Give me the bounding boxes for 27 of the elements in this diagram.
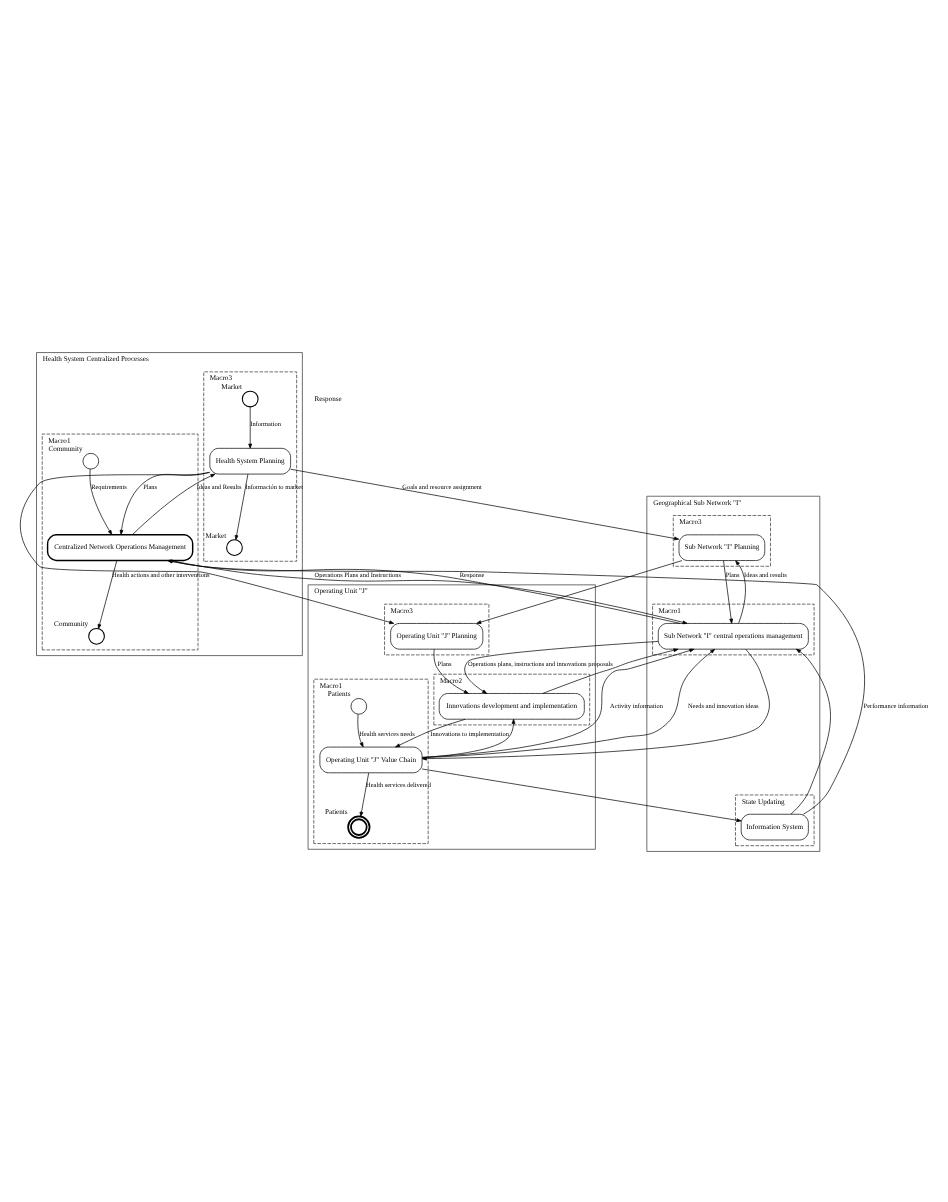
arrow	[132, 472, 216, 534]
node-circle	[88, 626, 105, 644]
arrow	[119, 470, 210, 534]
arrow	[421, 767, 742, 822]
arrow	[359, 771, 370, 816]
arrow	[735, 559, 746, 623]
arrow	[248, 405, 253, 448]
arrow	[464, 640, 659, 693]
arrow	[476, 559, 683, 623]
arrow	[290, 467, 680, 540]
arrow	[97, 559, 118, 628]
arrow	[723, 559, 733, 623]
arrow	[421, 647, 770, 760]
arrow	[542, 647, 679, 693]
arrow	[167, 558, 865, 814]
node-circle	[82, 452, 100, 469]
arrow	[395, 717, 466, 747]
arrow	[19, 471, 395, 624]
node-circle	[350, 697, 368, 714]
node-circle	[226, 538, 243, 556]
arrow	[790, 647, 831, 814]
arrow	[433, 647, 469, 693]
arrow	[357, 712, 364, 747]
arrow	[89, 467, 113, 534]
arrow	[421, 717, 516, 757]
arrow	[234, 472, 249, 540]
node-circle	[241, 389, 259, 407]
